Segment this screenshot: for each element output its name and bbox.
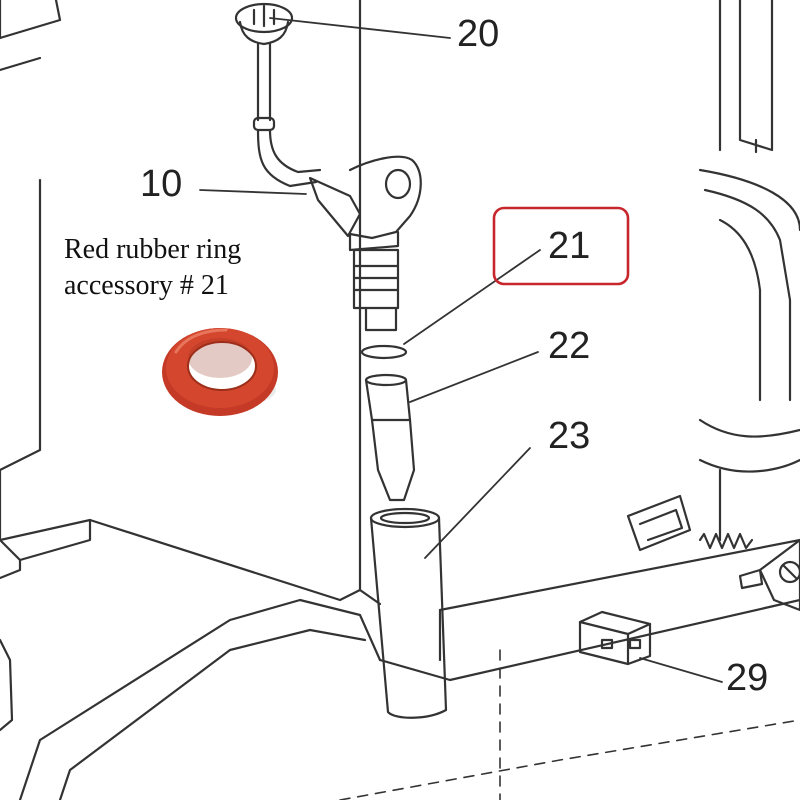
note-line-1: Red rubber ring: [64, 234, 242, 265]
part-29-connector: [578, 610, 652, 666]
red-rubber-ring-image: [90, 300, 340, 510]
part-10-pipe: [252, 58, 422, 332]
part-20-knob: [234, 2, 294, 62]
note-line-2: accessory # 21: [64, 270, 229, 301]
part-22-nozzle: [364, 373, 416, 502]
callout-21-highlight-box: [492, 206, 630, 286]
part-21-o-ring: [360, 344, 408, 360]
callout-23: 23: [548, 415, 590, 457]
leader-lines: [199, 17, 723, 683]
red-rubber-ring-note: Red rubber ring accessory # 21: [64, 232, 324, 304]
callout-20: 20: [457, 13, 499, 55]
callout-21: 21: [548, 225, 590, 267]
callout-22: 22: [548, 325, 590, 367]
callout-29: 29: [726, 657, 768, 699]
part-23-tube: [369, 507, 448, 719]
callout-labels: 20 10 21 22 23 29: [140, 13, 768, 699]
callout-10: 10: [140, 163, 182, 205]
